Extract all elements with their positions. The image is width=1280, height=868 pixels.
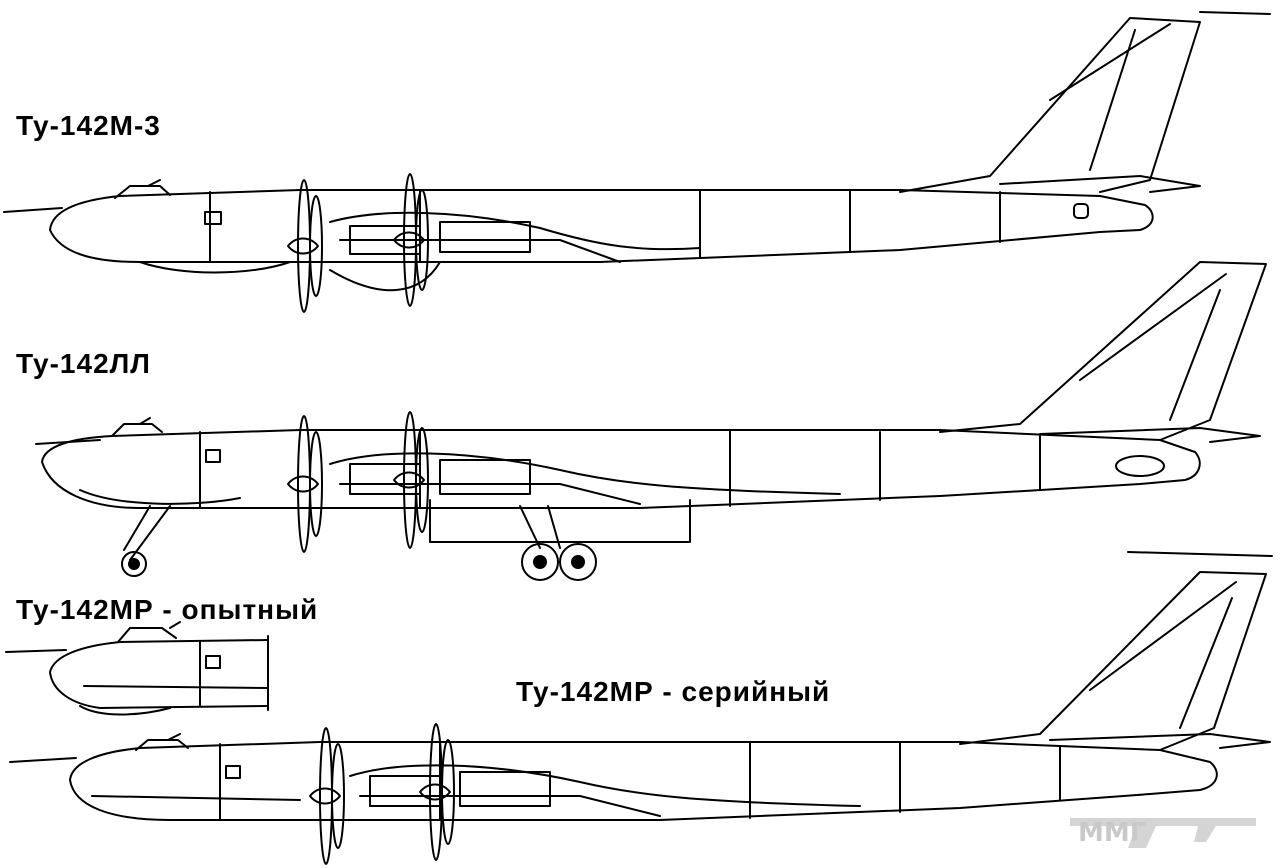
- label-tu142ll: Ту-142ЛЛ: [16, 348, 151, 379]
- aircraft-tu142ll-drawing: [35, 261, 1267, 581]
- aircraft-tu142mr-prototype-drawing: [5, 621, 269, 716]
- label-tu142mr-serial: Ту-142МР - серийный: [516, 676, 831, 707]
- aircraft-tu142mr-serial-drawing: [9, 551, 1273, 865]
- label-tu142mr-prototype: Ту-142МР - опытный: [16, 594, 319, 625]
- aircraft-tu142m3-drawing: [3, 11, 1271, 313]
- label-tu142m3: Ту-142М-3: [16, 110, 161, 141]
- watermark-text: ММГ: [1078, 818, 1147, 848]
- watermark-rifle-icon: [1070, 818, 1256, 848]
